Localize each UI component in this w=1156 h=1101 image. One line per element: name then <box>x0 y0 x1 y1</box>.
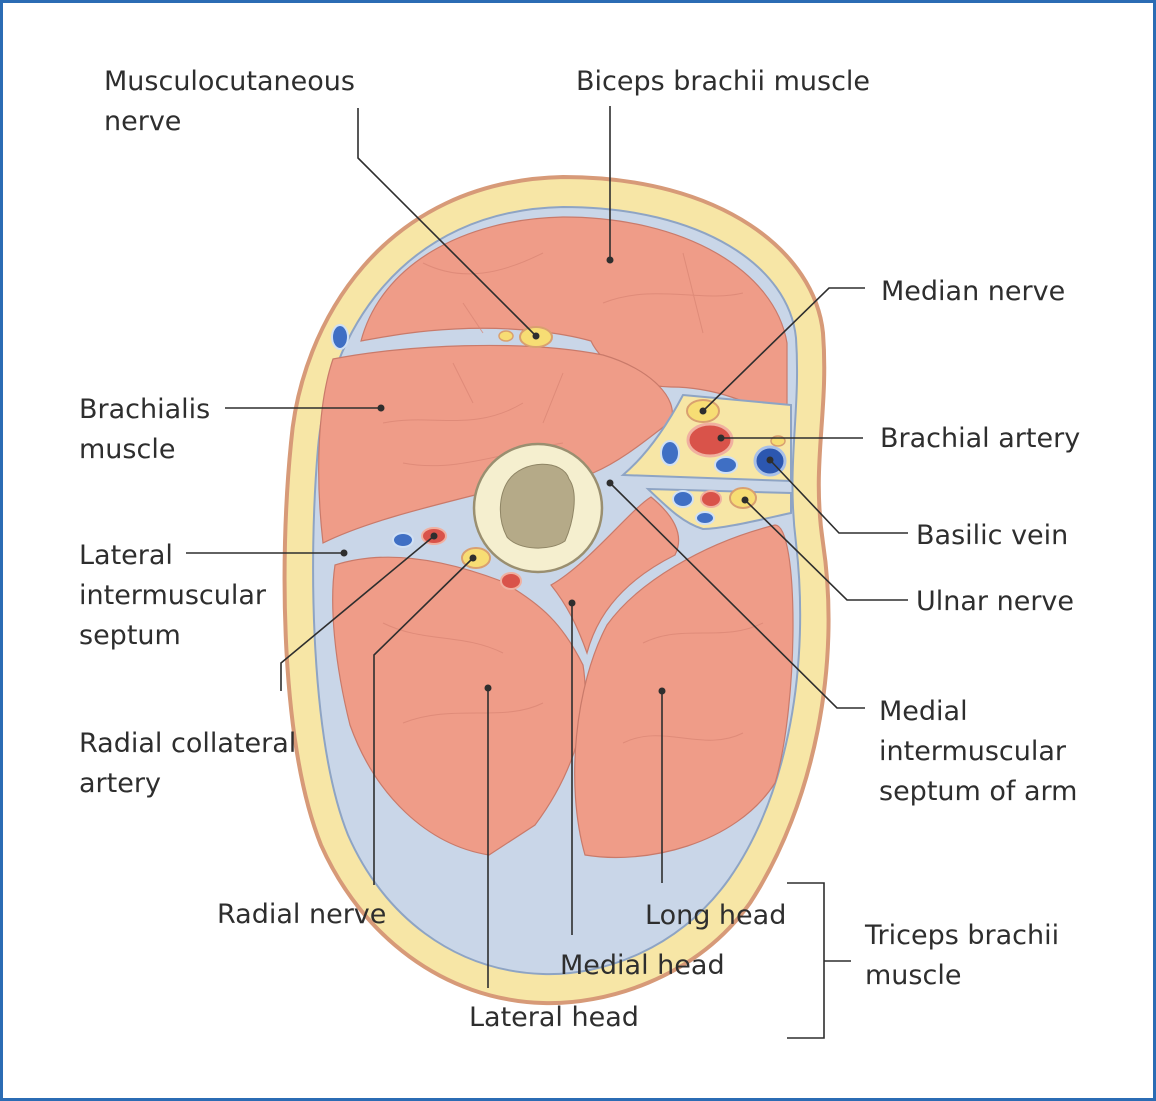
profunda-brachii-artery <box>500 572 522 590</box>
leader-lines <box>186 106 908 1039</box>
brachial-artery-mark <box>686 422 734 458</box>
bone-marrow <box>499 463 575 549</box>
superior-ulnar-collateral-artery <box>700 490 722 508</box>
small-nerve-branch <box>498 330 514 342</box>
medial-head-triceps <box>550 496 680 656</box>
brachial-vein <box>660 440 680 466</box>
label-brachial-artery: Brachial artery <box>880 423 1080 454</box>
vein <box>672 490 694 508</box>
triceps-bracket <box>787 882 851 1039</box>
muscle-texture <box>382 252 764 744</box>
brachialis-muscle <box>318 344 673 544</box>
long-head-triceps <box>574 524 794 858</box>
label-biceps-brachii-muscle: Biceps brachii muscle <box>576 66 870 97</box>
label-median-nerve: Median nerve <box>881 276 1065 307</box>
lateral-head-triceps <box>332 556 586 856</box>
brachial-vein <box>714 456 738 474</box>
label-radial-nerve: Radial nerve <box>217 899 386 930</box>
label-lateral-head: Lateral head <box>469 1002 639 1033</box>
radial-collateral-vein <box>392 532 414 548</box>
cephalic-vein <box>331 324 349 350</box>
label-long-head: Long head <box>645 900 786 931</box>
vein <box>695 511 715 525</box>
label-medial-head: Medial head <box>560 950 725 981</box>
label-basilic-vein: Basilic vein <box>916 520 1068 551</box>
label-ulnar-nerve: Ulnar nerve <box>916 586 1074 617</box>
